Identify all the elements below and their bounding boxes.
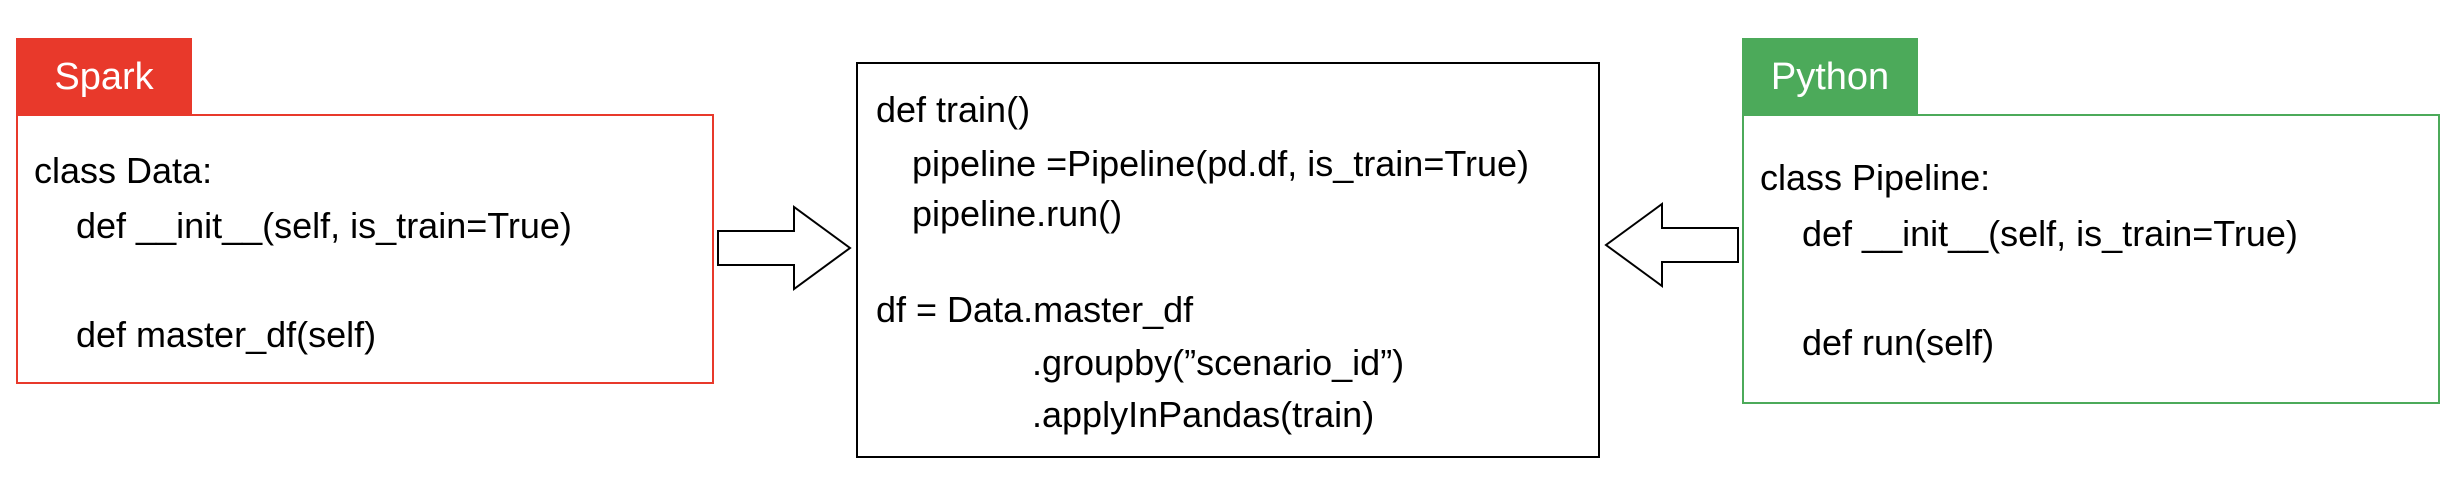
- center-line-pipeline: pipeline =Pipeline(pd.df, is_train=True): [912, 143, 1530, 184]
- python-line-class: class Pipeline:: [1760, 157, 1991, 198]
- center-line-groupby: .groupby(”scenario_id”): [1032, 342, 1405, 383]
- center-line-df: df = Data.master_df: [876, 289, 1194, 330]
- python-class-box: [1742, 114, 2440, 404]
- python-tab-label: Python: [1770, 55, 1890, 98]
- center-line-def-train: def train(): [876, 89, 1031, 130]
- spark-line-class: class Data:: [34, 150, 213, 191]
- python-tab: Python: [1742, 38, 1918, 115]
- center-line-apply: .applyInPandas(train): [1032, 394, 1375, 435]
- python-line-init: def __init__(self, is_train=True): [1802, 213, 2298, 254]
- arrow-right-icon: [717, 205, 852, 291]
- python-line-run: def run(self): [1802, 322, 1995, 363]
- arrow-left-icon: [1604, 202, 1739, 288]
- center-line-run: pipeline.run(): [912, 193, 1123, 234]
- spark-class-box: [16, 114, 714, 384]
- spark-tab: Spark: [16, 38, 192, 115]
- spark-tab-label: Spark: [54, 55, 154, 98]
- spark-line-master-df: def master_df(self): [76, 314, 377, 355]
- train-code-box: [856, 62, 1600, 458]
- spark-line-init: def __init__(self, is_train=True): [76, 205, 572, 246]
